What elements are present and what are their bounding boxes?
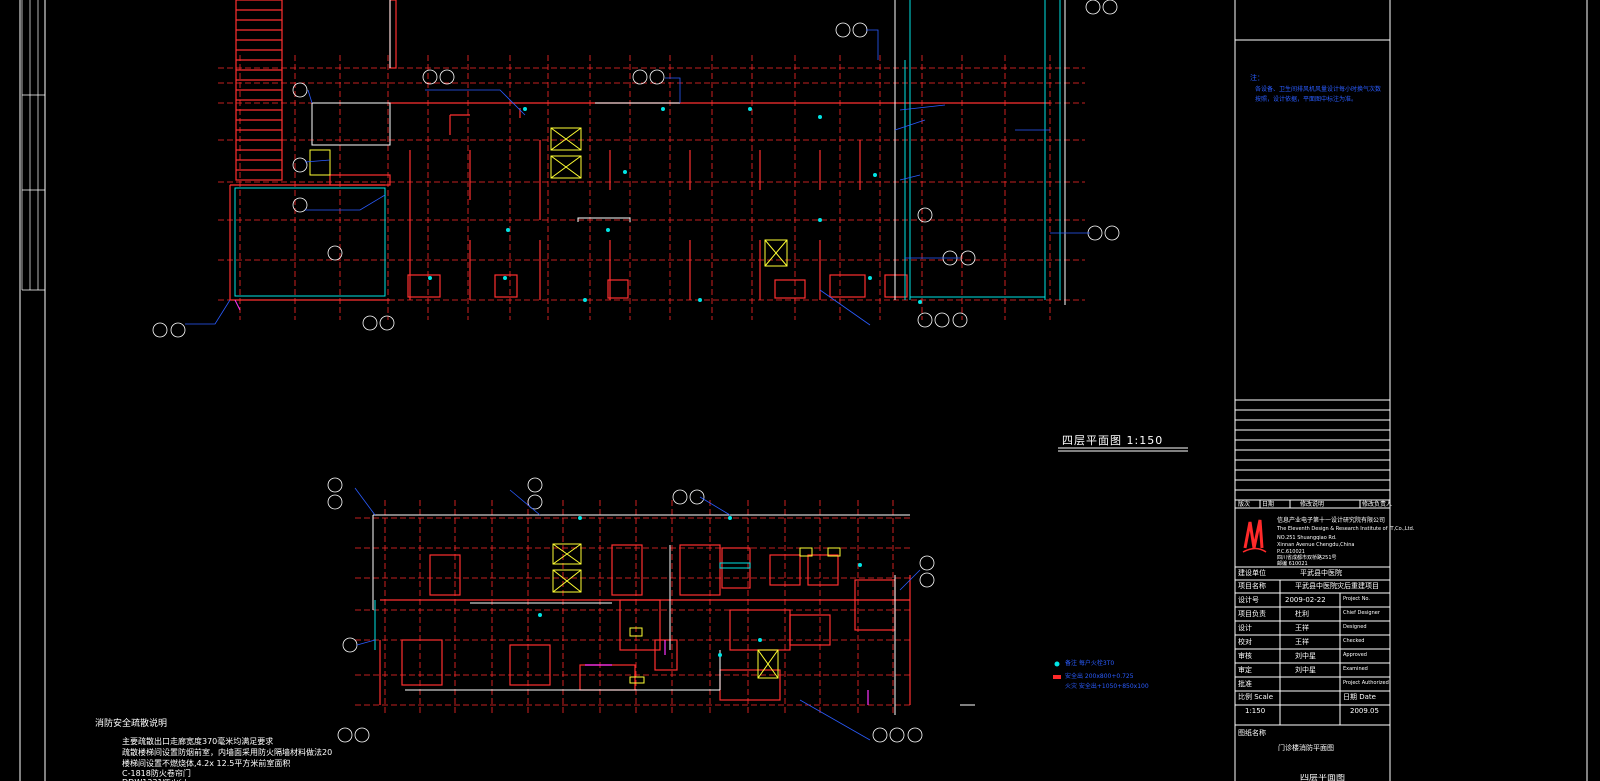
row-projno-value: 2009-02-22 [1285, 596, 1326, 604]
address-line-3: P.C.610021 [1277, 549, 1305, 555]
row-projno-eng: Project No. [1343, 596, 1370, 602]
row-owner-label: 建设单位 [1238, 569, 1266, 577]
notes-title: 消防安全疏散说明 [95, 719, 168, 729]
row-owner-value: 平武县中医院 [1300, 569, 1342, 577]
address-line-2: Xinnan Avenue Chengdu,China [1277, 542, 1355, 548]
upper-walls [229, 0, 1050, 301]
company-name-en: The Eleventh Design & Research Institute… [1277, 526, 1415, 532]
scale-label: 比例 Scale [1238, 693, 1274, 701]
date-value: 2009.05 [1350, 707, 1379, 715]
lower-dimension-leaders [354, 487, 921, 741]
row-designed-label: 设计 [1238, 624, 1252, 632]
lower-plan [327, 477, 975, 743]
upper-grid-bubbles [152, 0, 1120, 338]
address-line-1: NO.251 Shuangqiao Rd. [1277, 535, 1337, 541]
notes-line-4: C-1818防火卷帘门 [122, 769, 191, 778]
address-line-5: 邮编 610021 [1277, 561, 1308, 567]
row-authorized-label: 批准 [1238, 680, 1252, 688]
row-checked-label: 校对 [1238, 638, 1252, 646]
row-authorized-eng: Project Authorized [1343, 680, 1389, 686]
upper-grid-vertical [239, 55, 1051, 320]
drawing-frame [19, 0, 1588, 781]
legend-item-1: 备注 每户火栓3T0 [1065, 660, 1115, 667]
notes-line-5: DDW1231防火门 [122, 779, 187, 781]
scale-value: 1:150 [1245, 707, 1266, 715]
drawing-name: 门诊楼消防平面图 [1278, 744, 1334, 752]
row-approved-value: 刘中星 [1295, 652, 1316, 660]
legend-item-3: 火灾 安全出+1050+850x100 [1065, 683, 1149, 690]
row-examined-label: 审定 [1238, 666, 1252, 674]
top-right-note-label: 注： [1250, 74, 1264, 82]
upper-white-walls [311, 0, 1066, 305]
drawing-name-label: 图纸名称 [1238, 729, 1266, 737]
top-right-note-line-1: 各设备、卫生间排风机风量设计每小时换气次数 [1255, 86, 1382, 93]
row-projno-label: 设计号 [1238, 596, 1259, 604]
revision-header-3: 修改说明 [1300, 501, 1325, 508]
upper-magenta [234, 299, 241, 311]
row-designed-eng: Designed [1343, 624, 1367, 630]
title-block-grid [1234, 0, 1390, 781]
lower-cyan-dots [538, 516, 862, 657]
row-approved-label: 审核 [1238, 652, 1252, 660]
lower-magenta [585, 640, 869, 705]
notes-line-2: 疏散楼梯间设置防烟前室，内墙面采用防火隔墙材料做法20 [122, 748, 333, 757]
top-right-note-line-2: 按照，设计依据，平面图中标注为准。 [1255, 96, 1358, 103]
row-approved-eng: Approved [1343, 652, 1367, 658]
upper-cyan-dots [428, 107, 922, 304]
row-examined-value: 刘中星 [1295, 666, 1316, 674]
lower-grid-horizontal [355, 517, 910, 706]
notes-line-3: 楼梯间设置不燃烧体,4.2x 12.5平方米前室面积 [122, 759, 291, 768]
lower-walls [379, 544, 911, 705]
row-designed-value: 王祥 [1295, 624, 1309, 632]
left-signature-strip [21, 0, 45, 291]
lower-white-walls [372, 514, 975, 715]
lower-elevators [552, 543, 841, 684]
notes-line-1: 主要疏散出口走廊宽度370毫米均满足要求 [122, 737, 274, 746]
row-project-value: 平武县中医院灾后重建项目 [1295, 582, 1379, 590]
revision-header-4: 修改负责人 [1362, 501, 1393, 508]
sheet-title: 四层平面图 [1300, 774, 1346, 781]
legend-item-2: 安全出 200x800+0.725 [1065, 673, 1134, 680]
legend-symbols [1053, 661, 1061, 679]
row-chief-value: 杜利 [1295, 610, 1309, 618]
row-checked-eng: Checked [1343, 638, 1365, 644]
revision-header-2: 日期 [1262, 501, 1275, 508]
plan-title-underline [1058, 447, 1188, 452]
company-logo [1242, 519, 1267, 553]
upper-cyan-walls [234, 0, 1061, 300]
plan-title: 四层平面图 1:150 [1062, 434, 1164, 447]
upper-grid-horizontal [218, 67, 1085, 301]
address-line-4: 四川省成都市双桥路251号 [1277, 555, 1337, 561]
upper-elevators [309, 127, 788, 267]
row-project-label: 项目名称 [1238, 582, 1266, 590]
row-examined-eng: Examined [1343, 666, 1368, 672]
upper-plan [152, 0, 1120, 338]
lower-cyan [374, 562, 751, 650]
row-chief-label: 项目负责 [1238, 610, 1266, 618]
company-name-cn: 信息产业电子第十一设计研究院有限公司 [1277, 517, 1386, 524]
row-chief-eng: Chief Designer [1343, 610, 1380, 616]
row-checked-value: 王祥 [1295, 638, 1309, 646]
upper-dimension-leaders [185, 29, 1090, 326]
revision-header-1: 版次 [1238, 501, 1251, 508]
date-label: 日期 Date [1343, 693, 1376, 701]
